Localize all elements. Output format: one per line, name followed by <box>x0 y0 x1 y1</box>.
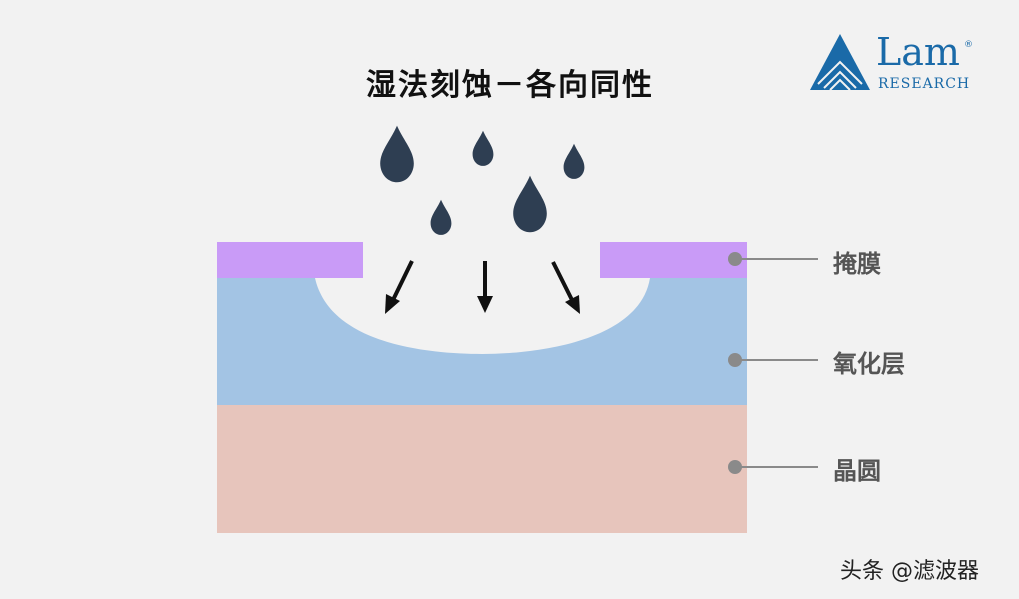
droplet <box>380 125 414 183</box>
droplet <box>430 199 452 235</box>
lam-triangle-icon <box>810 34 870 91</box>
leader-dots <box>728 252 742 474</box>
etchant-droplets <box>380 125 585 235</box>
leader-dot-mask <box>728 252 742 266</box>
leader-lines <box>735 258 818 468</box>
etched-cavity <box>315 278 650 354</box>
label-oxide: 氧化层 <box>833 350 905 378</box>
droplet <box>513 175 547 233</box>
label-wafer: 晶圆 <box>833 457 881 485</box>
etch-direction-arrows <box>385 260 580 314</box>
page-title: 湿法刻蚀－各向同性 <box>366 68 654 103</box>
arrow-left-head <box>385 294 400 314</box>
label-mask: 掩膜 <box>833 250 881 278</box>
watermark-text: 头条 @滤波器 <box>840 559 979 584</box>
logo-wordmark: Lam <box>876 30 960 74</box>
mask-right <box>600 242 747 278</box>
leader-dot-wafer <box>728 460 742 474</box>
leader-dot-oxide <box>728 353 742 367</box>
logo-subtitle: RESEARCH <box>878 76 971 92</box>
lam-research-logo: Lam ® RESEARCH <box>808 30 978 94</box>
arrow-center-head <box>477 296 493 313</box>
mask-left <box>217 242 363 278</box>
wafer-layer <box>217 405 747 533</box>
droplet <box>563 143 585 179</box>
logo-registered-mark: ® <box>964 40 973 50</box>
arrow-right-shaft <box>551 261 574 301</box>
arrow-left-shaft <box>391 260 414 301</box>
droplet <box>472 130 494 166</box>
arrow-right-head <box>565 295 580 314</box>
